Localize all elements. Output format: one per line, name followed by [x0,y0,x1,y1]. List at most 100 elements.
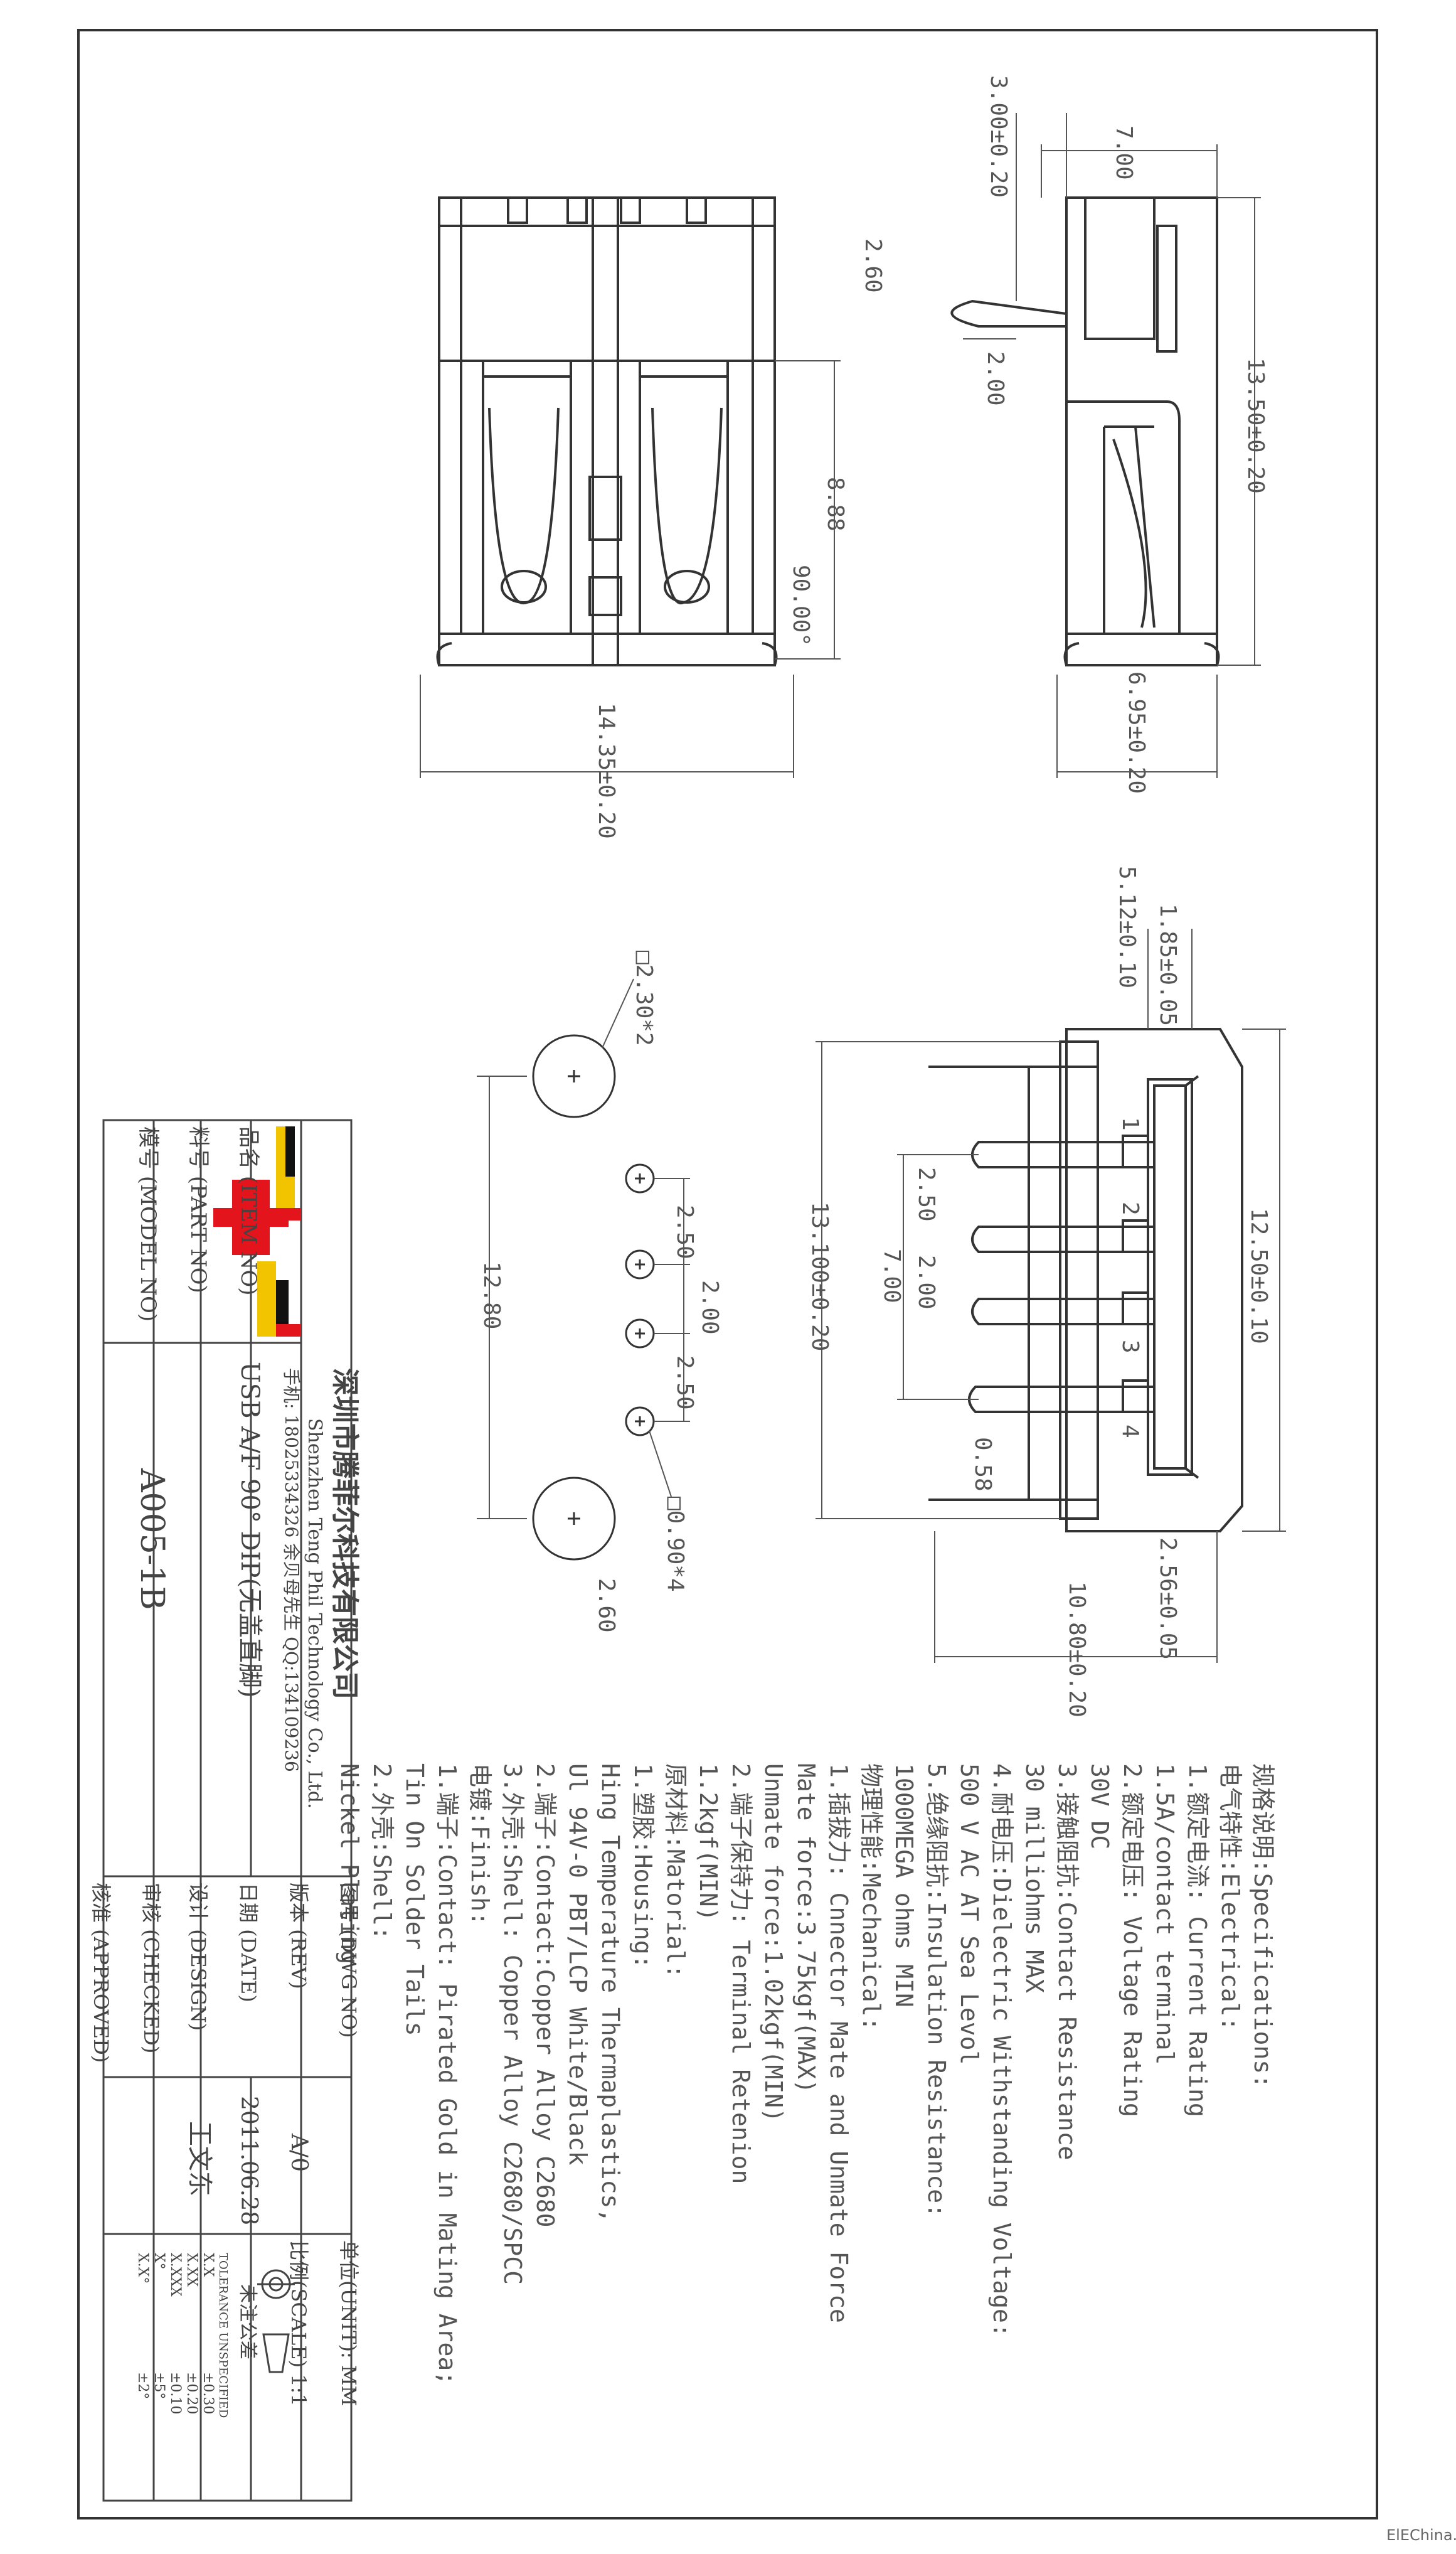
company-logo [213,1126,301,1337]
dim-2-60-b: 2.60 [593,1578,619,1633]
dim-square-0-90: □0.90*4 [662,1497,688,1592]
projection-symbol-icon [257,2269,295,2373]
spec-line: 500 V AC AT Sea Levol [955,1763,983,2065]
spec-line: 电气特性:Electrical: [1216,1763,1244,2031]
approved-label: 核准 (APPROVED) [89,1883,113,2063]
pcb-footprint [532,1034,655,1561]
dim-90-deg: 90.00° [788,565,814,646]
tolerance-value: ±2° [135,2372,151,2399]
dim-12-50: 12.50±0.10 [1246,1208,1272,1344]
tolerance-format: X.XXX [167,2253,183,2297]
dim-pitch-a: 2.50 [672,1205,698,1259]
item-no-label: 品名 (ITEM NO) [236,1126,261,1296]
pin-label-4: 4 [1117,1424,1143,1438]
dim-5-12: 5.12±0.10 [1114,866,1140,988]
dim-13-100: 13.100±0.20 [807,1202,832,1351]
tolerance-value: ±5° [151,2372,167,2399]
spec-line: 1.2kgf(MIN) [694,1763,722,1921]
specifications: 规格说明:Specifications:电气特性:Electrical: 1.额… [336,1763,1277,2385]
tolerance-value: ±0.10 [167,2372,183,2414]
tolerance-table: X.X±0.30X.XX±0.20X.XXX±0.10X°±5°X.X°±2° [135,2253,216,2414]
dim-1-85: 1.85±0.05 [1155,904,1181,1026]
unit-label: 单位(UNIT): MM [337,2240,361,2406]
dim-13-50: 13.50±0.20 [1243,358,1268,494]
spec-line: 30V DC [1086,1763,1113,1849]
side-view [950,196,1220,666]
dim-7-00-front: 7.00 [879,1249,905,1303]
dim-2-50-front: 2.50 [913,1167,939,1222]
checked-label: 审核 (CHECKED) [139,1883,163,2053]
tolerance-format: X.X° [135,2253,151,2284]
tolerance-format: X.X [200,2253,216,2277]
front-view [928,1028,1243,1532]
spec-line: 3.外壳:Shell: Copper Alloy C2680/SPCC [499,1763,526,2285]
dim-pitch-b: 2.00 [697,1280,723,1335]
spec-line: 2.额定电压: Voltage Rating [1119,1763,1146,2117]
dim-6-95: 6.95±0.20 [1124,671,1149,794]
design-label: 设计 (DESIGN) [186,1883,210,2031]
title-block [102,1119,353,2502]
spec-line: 3.接触阻抗:Contact Resistance [1053,1763,1081,2160]
spec-line: 1.端子:Contact: Pirated Gold in Mating Are… [433,1763,461,2385]
rev-label: 版本 (REV) [287,1883,311,1989]
spec-line: 原材料:Matorial: [662,1763,689,1979]
dim-14-35: 14.35±0.20 [593,703,619,839]
spec-line: 1.插拔力: Cnnector Mate and Unmate Force [825,1763,853,2323]
spec-line: 电镀:Finish: [466,1763,494,1926]
spec-line: 2.端子保持力: Terminal Retenion [727,1763,755,2184]
part-no-label: 料号 (PART NO) [186,1126,211,1293]
date-value: 2011.06.28 [236,2096,262,2225]
tolerance-value: ±0.20 [184,2372,199,2414]
spec-line: 1.额定电流: Current Rating [1184,1763,1211,2117]
spec-line: 5.绝缘阻抗:Insulation Resistance: [923,1763,950,2218]
spec-line: Unmate force:1.02kgf(MIN) [760,1763,787,2122]
spec-line: Tin On Solder Tails [401,1763,428,2036]
spec-line: 规格说明:Specifications: [1249,1763,1277,2088]
dim-0-58: 0.58 [970,1437,996,1492]
dim-square-2-30: □2.30*2 [631,951,657,1046]
company-name-en: Shenzhen Teng Phil Technology Co., Ltd. [304,1418,326,1809]
dim-2-56: 2.56±0.05 [1155,1537,1181,1660]
sheet-border [77,29,1378,2519]
dim-3-00: 3.00±0.20 [986,75,1011,198]
dim-8-88: 8.88 [822,477,848,532]
dim-7-00: 7.00 [1111,126,1137,180]
tolerance-title: 未注公差 [236,2284,258,2359]
spec-line: Hing Temperature Thermaplastics, [597,1763,624,2223]
model-no-label: 模号 (MODEL NO) [136,1126,161,1322]
spec-line: 2.外壳:Shell: [368,1763,396,1940]
company-name-cn: 深圳市腾菲尔科技有限公司 [329,1368,361,1699]
spec-line: 1000MEGA ohms MIN [890,1763,918,2007]
tolerance-format: X.XX [184,2253,199,2287]
dim-2-00: 2.00 [982,351,1008,406]
watermark: ElEChina.com [1386,2526,1456,2544]
dwg-no-label: 图号 (DWG NO) [337,1883,361,2038]
date-label: 日期 (DATE) [236,1883,260,2002]
spec-line: Mate force:3.75kgf(MAX) [792,1763,820,2093]
spec-line: Nickel Plating [336,1763,363,1964]
dim-10-80: 10.80±0.20 [1064,1581,1090,1718]
model-no-value: A005-1B [133,1468,171,1610]
spec-line: 2.端子:Contact:Copper Alloy C2680 [531,1763,559,2227]
item-no-value: USB A/F 90° DIP(无盖直脚) [235,1362,264,1698]
tolerance-format: X° [151,2253,167,2270]
pin-label-2: 2 [1117,1202,1143,1216]
spec-line: 30 milliohms MAX [1021,1763,1048,1993]
dim-2-00-front: 2.00 [913,1255,939,1310]
spec-line: 1.塑胶:Housing: [629,1763,657,1969]
company-contact: 手机: 18025334326 余贝母先生 QQ:134109236 [281,1368,302,1772]
pin-label-3: 3 [1117,1340,1143,1354]
spec-line: 1.5A/contact terminal [1151,1763,1179,2065]
rev-value: A/0 [286,2133,312,2172]
spec-line: 物理性能:Mechanical: [858,1763,885,2031]
design-value: 王文东 [185,2121,214,2196]
tolerance-subtitle: TOLERANCE UNSPECIFIED [216,2253,230,2418]
scale-label: 比例(SCALE) 1:1 [287,2240,311,2407]
dim-pitch-c: 2.50 [672,1355,698,1410]
top-view [436,196,778,666]
spec-line: 4.耐电压:Dielectric Withstanding Voltage: [988,1763,1016,2338]
pin-label-1: 1 [1117,1117,1143,1131]
dim-12-80: 12.80 [479,1261,504,1329]
